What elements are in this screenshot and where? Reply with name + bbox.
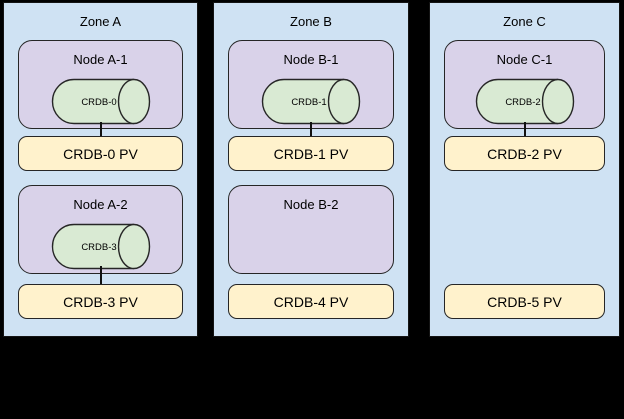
database-cylinder-icon: CRDB-3 [51,223,150,270]
connector-node-a1-to-pv [99,122,102,137]
zone-a-label: Zone A [79,14,122,29]
connector-node-a2-to-pv [99,266,102,285]
pv-crdb-2: CRDB-2 PV [444,136,605,171]
pv-crdb-5: CRDB-5 PV [444,284,605,319]
connector-node-b1-to-pv [310,122,312,137]
pv-crdb-5-label: CRDB-5 PV [487,293,562,310]
zone-b: Zone B Node B-1 CRDB-1 CRDB-1 PV Node B-… [213,2,409,337]
pv-crdb-0: CRDB-0 PV [18,136,183,171]
pv-crdb-3: CRDB-3 PV [18,284,183,319]
zone-c-label: Zone C [503,14,546,29]
node-a-2: Node A-2 CRDB-3 [18,185,183,274]
node-a-1: Node A-1 CRDB-0 [18,40,183,129]
pv-crdb-0-label: CRDB-0 PV [63,145,138,162]
pv-crdb-4: CRDB-4 PV [228,284,394,319]
cylinder-crdb-0-label: CRDB-0 [81,97,116,108]
cylinder-crdb-2-label: CRDB-2 [505,97,540,108]
node-b-1-label: Node B-1 [283,52,339,67]
node-b-2: Node B-2 [228,185,394,274]
connector-node-c1-to-pv [523,122,526,137]
pv-crdb-2-label: CRDB-2 PV [487,145,562,162]
database-cylinder-icon: CRDB-1 [261,78,361,125]
node-c-1: Node C-1 CRDB-2 [444,40,605,129]
cylinder-crdb-3-label: CRDB-3 [81,242,116,253]
zone-b-label: Zone B [290,14,332,29]
zone-a: Zone A Node A-1 CRDB-0 CRDB-0 PV Node A-… [3,2,198,337]
pv-crdb-3-label: CRDB-3 PV [63,293,138,310]
database-cylinder-icon: CRDB-2 [475,78,574,125]
cylinder-crdb-1-label: CRDB-1 [291,97,326,108]
node-c-1-label: Node C-1 [496,52,553,67]
pv-crdb-4-label: CRDB-4 PV [273,293,349,310]
node-a-2-label: Node A-2 [73,197,128,212]
pv-crdb-1-label: CRDB-1 PV [273,145,349,162]
database-cylinder-icon: CRDB-0 [51,78,150,125]
node-b-2-label: Node B-2 [283,197,339,212]
node-b-1: Node B-1 CRDB-1 [228,40,394,129]
pv-crdb-1: CRDB-1 PV [228,136,394,171]
node-a-1-label: Node A-1 [73,52,128,67]
zone-c: Zone C Node C-1 CRDB-2 CRDB-2 PV CRDB-5 … [429,2,620,337]
